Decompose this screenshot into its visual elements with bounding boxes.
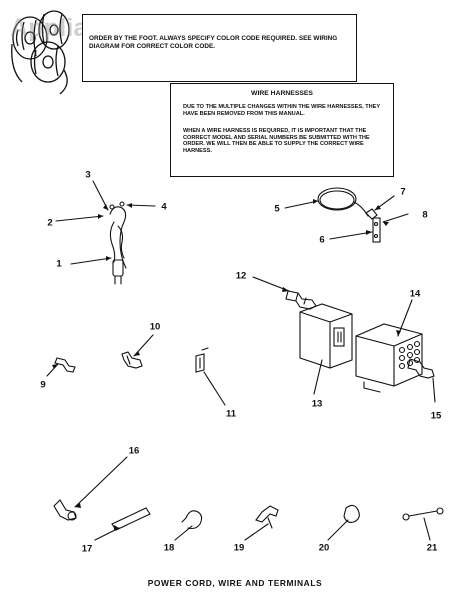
wire-harness-paragraph-2: WHEN A WIRE HARNESS IS REQUIRED, IT IS I… [183,128,370,154]
terminal-part-10 [121,351,143,369]
wire-harness-note-box: WIRE HARNESSES DUE TO THE MULTIPLE CHANG… [170,83,394,177]
callout-15: 15 [430,410,442,422]
clip-part-19 [255,505,279,529]
wire-coil-part [317,187,369,217]
wire-order-note-text: ORDER BY THE FOOT. ALWAYS SPECIFY COLOR … [89,35,338,50]
jumper-part-21 [402,507,444,521]
connector-housing-part-14 [355,323,423,393]
callout-5: 5 [274,203,280,215]
callout-19: 19 [233,542,245,554]
wire-order-note-box: ORDER BY THE FOOT. ALWAYS SPECIFY COLOR … [82,14,357,82]
callout-17: 17 [81,543,93,555]
terminal-part-15 [407,358,435,379]
clamp-part-20 [343,504,360,523]
terminal-part-12 [285,290,317,310]
wire-harness-paragraph-1: DUE TO THE MULTIPLE CHANGES WITHIN THE W… [183,104,381,117]
terminal-part-9 [54,357,76,373]
callout-6: 6 [319,234,325,246]
callout-10: 10 [149,321,161,333]
bracket-part-8 [372,217,381,243]
clip-part-18 [181,510,203,530]
callout-20: 20 [318,542,330,554]
terminal-part-11 [195,347,209,373]
ring-terminal-part-16 [53,499,77,521]
callout-8: 8 [422,209,428,221]
power-cord-part [109,201,127,285]
callout-4: 4 [161,201,167,213]
callout-16: 16 [128,445,140,457]
callout-3: 3 [85,169,91,181]
callout-11: 11 [225,408,237,420]
insulating-sleeve-part-17 [111,507,151,531]
wire-spools-illustration [11,10,70,95]
callout-12: 12 [235,270,247,282]
callout-14: 14 [409,288,421,300]
callout-7: 7 [400,186,406,198]
callout-21: 21 [426,542,438,554]
callout-13: 13 [311,398,323,410]
callout-18: 18 [163,542,175,554]
callout-9: 9 [40,379,46,391]
connector-block-part-13 [299,303,353,369]
diagram-caption: POWER CORD, WIRE AND TERMINALS [147,578,323,588]
wire-harness-title: WIRE HARNESSES [251,90,313,97]
callout-1: 1 [56,258,62,270]
callout-2: 2 [47,217,53,229]
terminal-part-7 [365,208,378,220]
